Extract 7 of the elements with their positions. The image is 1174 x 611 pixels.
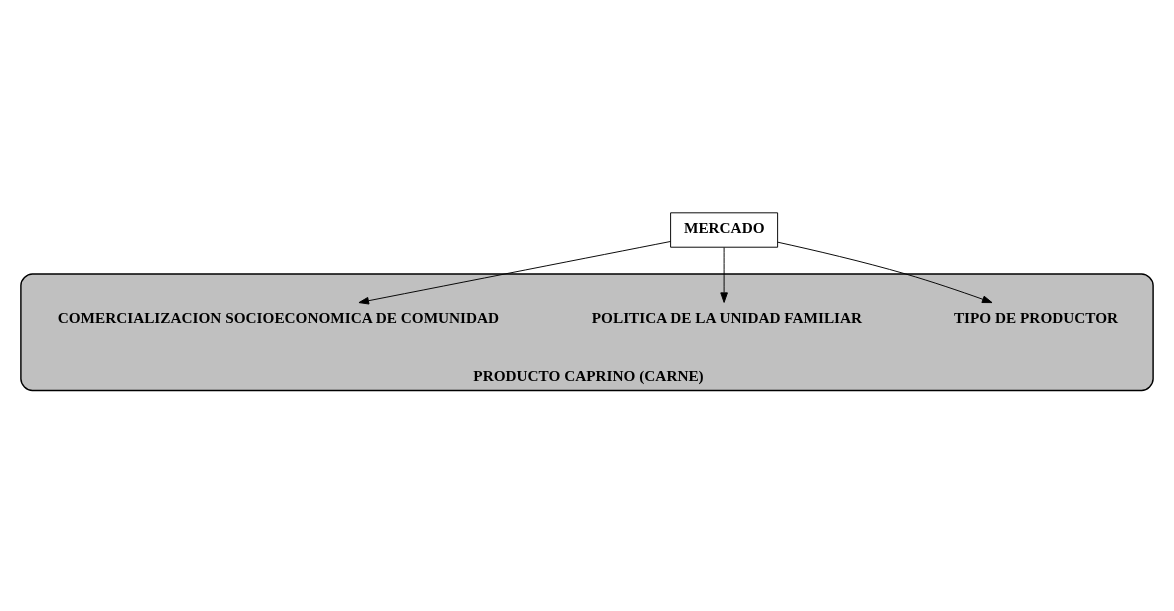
node-text: POLITICA DE LA UNIDAD FAMILIAR (591, 308, 863, 326)
arrow (720, 247, 728, 303)
node-text: TIPO DE PRODUCTOR (953, 308, 1119, 326)
node-box: MERCADO (670, 212, 779, 248)
arrow (777, 241, 993, 304)
node-text: COMERCIALIZACION SOCIOECONOMICA DE COMUNIDAD (57, 308, 500, 326)
arrow (358, 241, 671, 305)
